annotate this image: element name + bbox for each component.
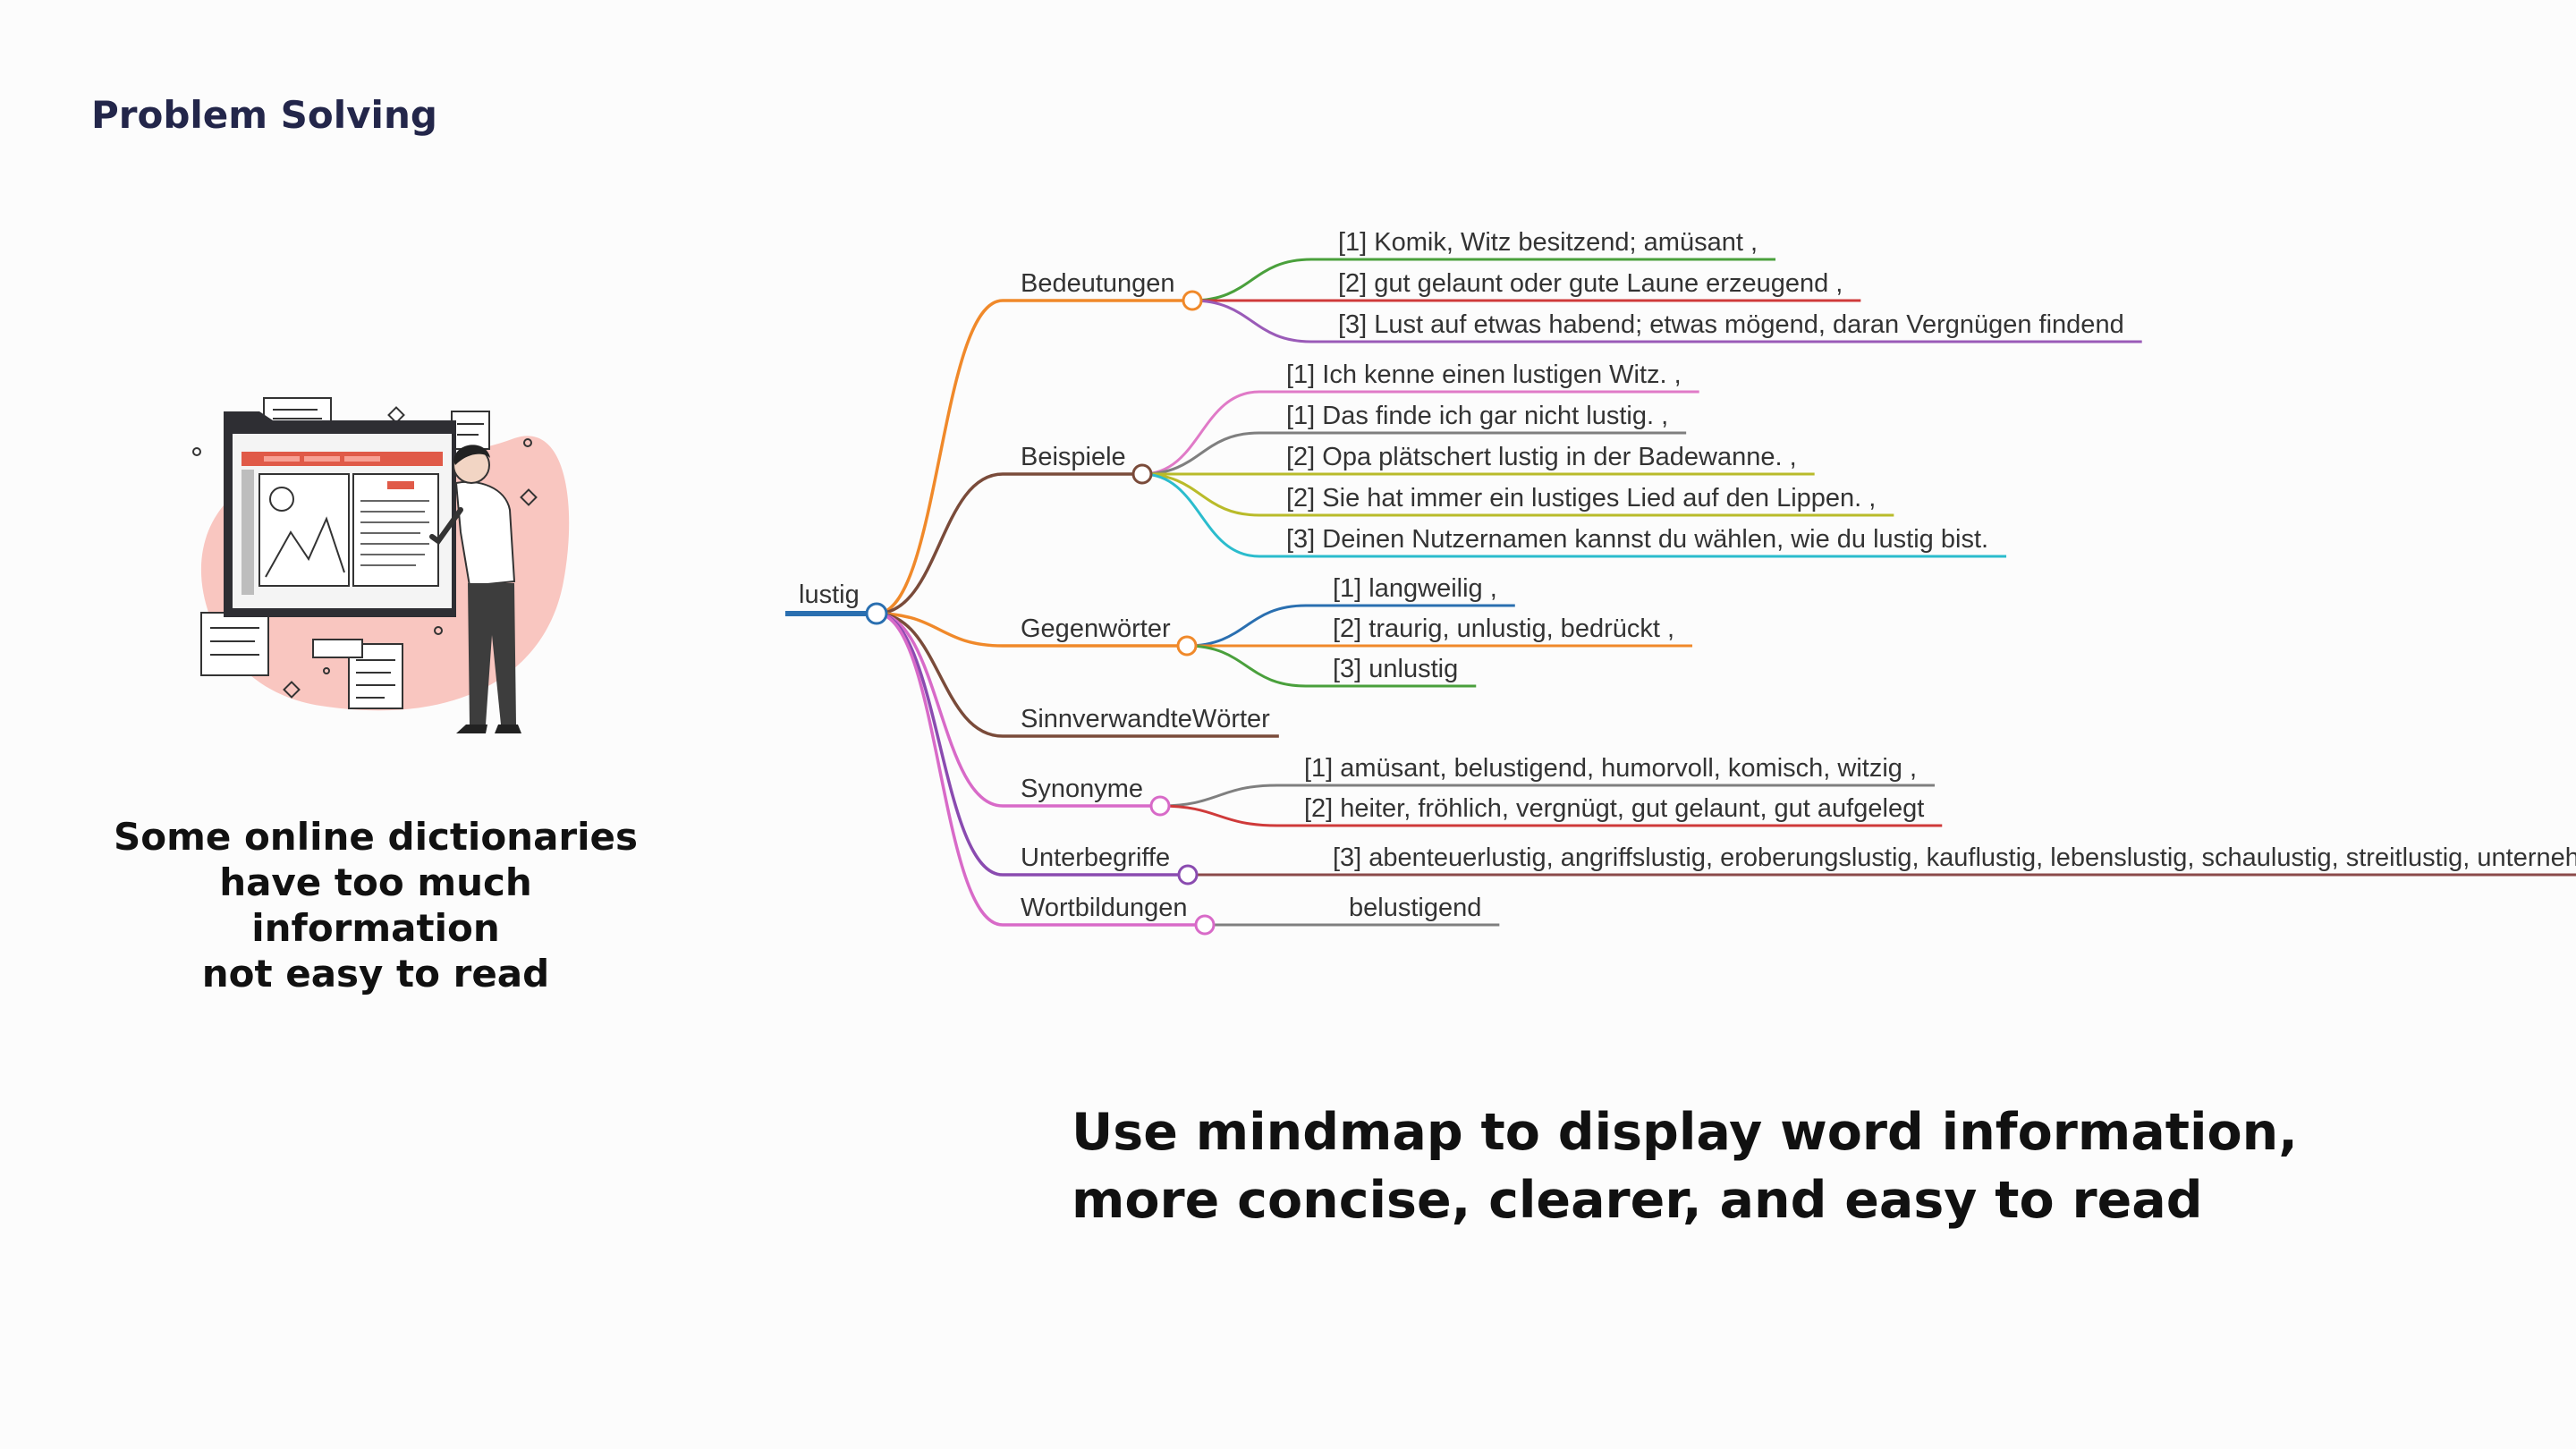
person-presenting-illustration: [192, 397, 570, 733]
leaf-label: [2] Sie hat immer ein lustiges Lied auf …: [1286, 484, 1876, 513]
leaf-label: [3] unlustig: [1333, 655, 1458, 683]
page-title: Problem Solving: [91, 93, 437, 137]
leaf-label: [1] amüsant, belustigend, humorvoll, kom…: [1304, 754, 1917, 783]
branch-connector: [876, 299, 1192, 615]
root-node: [865, 602, 888, 625]
leaf-label: [1] langweilig ,: [1333, 574, 1497, 603]
root-label: lustig: [799, 580, 860, 609]
problem-line: have too much information: [219, 860, 532, 950]
leaf-label: [2] heiter, fröhlich, vergnügt, gut gela…: [1304, 794, 1924, 823]
leaf-label: [1] Das finde ich gar nicht lustig. ,: [1286, 402, 1668, 430]
branch-node: [1131, 463, 1153, 485]
branch-node: [1149, 795, 1171, 817]
leaf-label: belustigend: [1349, 894, 1481, 922]
problem-statement: Some online dictionaries have too much i…: [98, 814, 653, 996]
branch-connector: [876, 612, 1187, 648]
solution-line: more concise, clearer, and easy to read: [1072, 1171, 2203, 1230]
branch-connector: [876, 612, 1188, 877]
branch-label: Bedeutungen: [1021, 269, 1175, 298]
leaf-connector: [1141, 431, 1687, 476]
branch-label: Synonyme: [1021, 775, 1143, 803]
problem-line: Some online dictionaries: [113, 815, 639, 859]
branch-connector: [876, 612, 1279, 738]
leaf-label: [2] Opa plätschert lustig in der Badewan…: [1286, 443, 1797, 471]
branch-label: SinnverwandteWörter: [1021, 705, 1270, 733]
leaf-label: [2] traurig, unlustig, bedrückt ,: [1333, 614, 1674, 643]
solution-line: Use mindmap to display word information,: [1072, 1103, 2298, 1162]
leaf-connector: [1159, 804, 1943, 827]
branch-connector: [876, 472, 1142, 615]
leaf-connector: [1191, 258, 1776, 302]
branch-node: [1182, 290, 1203, 311]
branch-label: Beispiele: [1021, 443, 1126, 471]
leaf-connector: [1159, 784, 1936, 808]
leaf-connector: [1186, 644, 1477, 688]
leaf-connector: [1186, 604, 1515, 648]
leaf-label: [1] Komik, Witz besitzend; amüsant ,: [1338, 228, 1758, 257]
branch-label: Unterbegriffe: [1021, 843, 1170, 872]
leaf-connector: [1141, 390, 1699, 476]
leaf-label: [3] Lust auf etwas habend; etwas mögend,…: [1338, 310, 2124, 339]
branch-label: Gegenwörter: [1021, 614, 1171, 643]
leaf-label: [3] abenteuerlustig, angriffslustig, ero…: [1333, 843, 2576, 872]
leaf-label: [2] gut gelaunt oder gute Laune erzeugen…: [1338, 269, 1843, 298]
branch-label: Wortbildungen: [1021, 894, 1187, 922]
branch-node: [1177, 864, 1199, 886]
leaf-connector: [1141, 472, 2007, 558]
solution-statement: Use mindmap to display word information,…: [1072, 1098, 2298, 1234]
leaf-label: [3] Deinen Nutzernamen kannst du wählen,…: [1286, 525, 1988, 554]
problem-line: not easy to read: [201, 952, 550, 996]
branch-connector: [876, 612, 1205, 927]
branch-node: [1176, 635, 1198, 657]
leaf-label: [1] Ich kenne einen lustigen Witz. ,: [1286, 360, 1682, 389]
branch-connector: [876, 612, 1160, 808]
leaf-connector: [1141, 472, 1894, 517]
leaf-connector: [1191, 299, 2142, 343]
branch-node: [1194, 914, 1216, 936]
